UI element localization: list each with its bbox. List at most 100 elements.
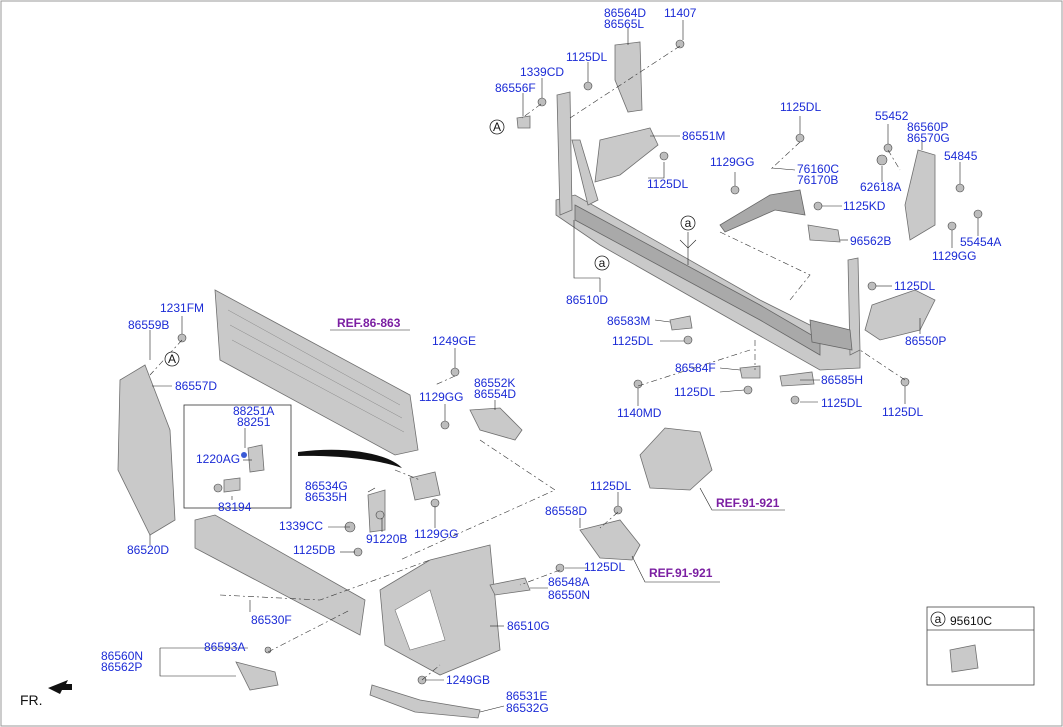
label-86556F: 86556F	[495, 81, 536, 95]
leader-lines	[149, 20, 979, 713]
callout-A-top-text: A	[493, 120, 501, 134]
bracket-86583M	[669, 315, 693, 331]
label-86552K: 86552K	[474, 376, 515, 390]
label-86560N: 86560N	[101, 649, 143, 663]
label-86559B: 86559B	[128, 318, 169, 332]
label-1125DL-i: 1125DL	[590, 479, 631, 493]
strip-86531E	[369, 684, 481, 719]
label-1339CD: 1339CD	[520, 65, 564, 79]
bracket-86556F	[516, 115, 531, 129]
lamp-ref-91-921-lower	[579, 519, 641, 561]
bracket-86584F	[739, 365, 761, 379]
part-labels: 86564D 86565L 11407 1125DL 1339CD 86556F…	[101, 6, 1001, 715]
label-91220B: 91220B	[366, 532, 407, 546]
label-86562P: 86562P	[101, 660, 142, 674]
label-11407: 11407	[664, 6, 697, 20]
detail-inset-box	[183, 404, 292, 509]
label-86554D: 86554D	[474, 387, 516, 401]
label-1129GG-b: 1129GG	[932, 249, 976, 263]
support-86530F	[194, 514, 366, 636]
plate-83194	[223, 477, 241, 493]
bracket-86560P	[904, 149, 936, 241]
label-1125DB: 1125DB	[293, 543, 335, 557]
label-86585H: 86585H	[821, 373, 863, 387]
lamp-ref-91-921-upper	[639, 427, 713, 491]
label-86551M: 86551M	[682, 129, 725, 143]
callout-A-left	[164, 351, 180, 367]
label-86530F: 86530F	[251, 613, 292, 627]
label-86535H: 86535H	[305, 490, 347, 504]
label-1129GG-c: 1129GG	[419, 390, 463, 404]
ref-link-86-863[interactable]: REF.86-863	[337, 316, 401, 330]
fasteners	[177, 39, 983, 685]
label-1249GE: 1249GE	[432, 334, 476, 348]
label-54845: 54845	[944, 149, 978, 163]
label-83194: 83194	[218, 500, 252, 514]
direction-arrow-icon	[48, 680, 72, 694]
label-1129GG-d: 1129GG	[414, 527, 458, 541]
legend-box	[926, 606, 1035, 686]
label-1231FM: 1231FM	[160, 301, 204, 315]
label-1125DL-f: 1125DL	[674, 385, 715, 399]
bracket-86551M	[594, 127, 659, 183]
label-1125DL-d: 1125DL	[894, 279, 935, 293]
bracket-86564D	[614, 41, 643, 113]
label-86583M: 86583M	[607, 314, 650, 328]
label-1140MD: 1140MD	[617, 406, 662, 420]
guard-86550P	[864, 289, 936, 341]
label-76160C: 76160C	[797, 162, 839, 176]
bracket-86552K	[469, 407, 523, 441]
label-86532G: 86532G	[506, 701, 549, 715]
hinge-88251	[247, 444, 265, 473]
label-86584F: 86584F	[675, 361, 716, 375]
garnish-86560N	[235, 661, 279, 691]
latch-76160C	[719, 189, 806, 233]
label-86548A: 86548A	[548, 575, 589, 589]
callout-a-mid-text: a	[685, 216, 692, 230]
label-1125DL-e: 1125DL	[612, 334, 653, 348]
callout-a-mid2-text: a	[599, 256, 606, 270]
callout-a-legend	[930, 611, 946, 627]
label-86593A: 86593A	[204, 640, 245, 654]
ref-link-91-921-lower[interactable]: REF.91-921	[649, 566, 713, 580]
label-1125DL-b: 1125DL	[647, 177, 688, 191]
callout-a-mid	[680, 215, 696, 231]
legend-bracket-95610C	[949, 644, 979, 673]
label-86531E: 86531E	[506, 689, 547, 703]
label-96562B: 96562B	[850, 234, 891, 248]
label-1125DL-c: 1125DL	[780, 100, 821, 114]
callout-a-mid2	[594, 255, 610, 271]
bracket-86520D	[117, 364, 176, 536]
label-86510G: 86510G	[507, 619, 550, 633]
label-76170B: 76170B	[797, 173, 838, 187]
label-62618A: 62618A	[860, 180, 901, 194]
alignment-lines	[149, 45, 906, 681]
label-1125DL-h: 1125DL	[882, 405, 923, 419]
bracket-86548A	[489, 577, 531, 596]
label-1125DL-a: 1125DL	[566, 50, 607, 64]
label-86565L: 86565L	[604, 17, 644, 31]
label-55454A: 55454A	[960, 235, 1001, 249]
crossmember-86510D	[555, 91, 861, 371]
grille-ref-86-863	[214, 289, 419, 456]
label-86550P: 86550P	[905, 334, 946, 348]
label-86510D: 86510D	[566, 293, 608, 307]
ref-link-91-921-upper[interactable]: REF.91-921	[716, 496, 780, 510]
label-1125DL-j: 1125DL	[584, 560, 625, 574]
bracket-86535H	[409, 471, 441, 501]
bracket-96562B	[807, 224, 841, 243]
label-1249GB: 1249GB	[446, 673, 490, 687]
label-86564D: 86564D	[604, 6, 646, 20]
callout-A-top	[489, 119, 505, 135]
label-1220AG: 1220AG	[196, 452, 240, 466]
label-86550N: 86550N	[548, 588, 590, 602]
callout-A-left-text: A	[168, 352, 176, 366]
label-86557D: 86557D	[175, 379, 217, 393]
label-86558D: 86558D	[545, 504, 587, 518]
label-86570G: 86570G	[907, 131, 950, 145]
label-1339CC: 1339CC	[279, 519, 323, 533]
label-86560P: 86560P	[907, 120, 948, 134]
sweep-wedge	[298, 449, 402, 468]
